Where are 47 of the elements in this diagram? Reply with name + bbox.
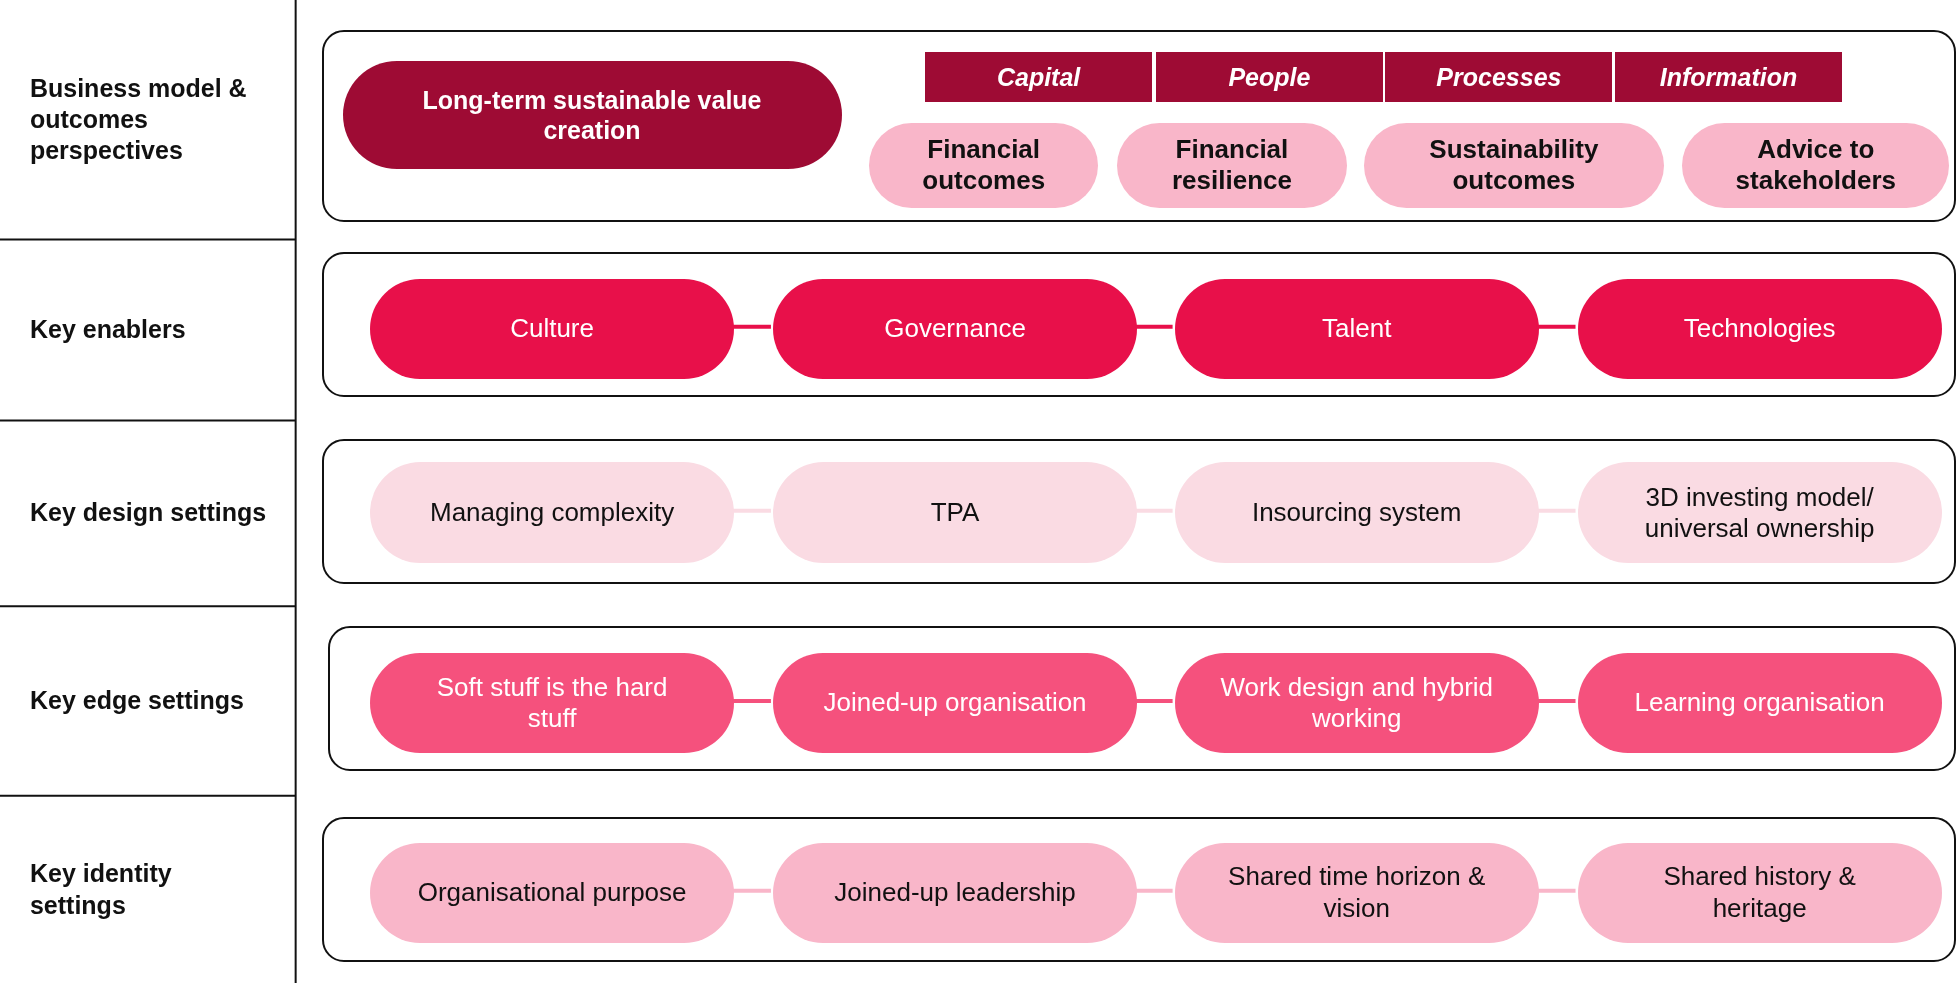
panel-frame [321,29,1956,223]
setting-pill: Sustainability outcomes [1364,123,1664,208]
row-heading: Key enablers [29,314,187,346]
setting-pill: Work design and hybrid working [1174,653,1539,753]
enabler-pill: Technologies [1577,278,1942,379]
enabler-pill: Culture [369,278,735,379]
row-heading: Key identity settings [29,858,173,921]
row-heading: Key edge settings [29,685,245,717]
setting-pill: Financial resilience [1117,123,1347,208]
category-header: Information [1614,51,1842,102]
connector-line [1536,699,1576,704]
setting-pill: Managing complexity [369,462,735,564]
setting-pill: Shared time horizon & vision [1174,842,1539,943]
setting-pill: Shared history & heritage [1577,842,1942,943]
panel-frame [321,252,1956,397]
setting-pill: Organisational purpose [369,842,735,943]
category-header: People [1155,51,1383,102]
setting-pill: Joined-up leadership [772,842,1138,943]
setting-pill: Advice to stakeholders [1682,123,1950,208]
category-header: Capital [925,51,1153,102]
setting-pill: Learning organisation [1577,653,1942,753]
setting-pill: Insourcing system [1174,462,1539,564]
setting-pill: 3D investing model/ universal ownership [1577,462,1942,564]
category-header: Processes [1385,51,1613,102]
panel-frame [321,817,1956,962]
setting-pill: Financial outcomes [868,123,1099,208]
row-heading: Key design settings [29,497,268,529]
panel-frame [321,439,1956,584]
connector-line [1135,324,1173,329]
row-heading: Business model & outcomes perspectives [29,72,248,167]
outcome-pill: Long-term sustainable value creation [342,60,842,170]
connector-line [1135,699,1173,704]
connector-line [1135,888,1173,893]
connector-line [732,324,771,329]
setting-pill: Soft stuff is the hard stuff [370,653,735,753]
enabler-pill: Governance [772,278,1138,379]
connector-line [732,508,771,513]
connector-line [732,888,771,893]
panel-frame [328,626,1956,771]
connector-line [732,699,771,704]
connector-line [1135,508,1173,513]
connector-line [1536,508,1576,513]
connector-line [1536,888,1576,893]
setting-pill: TPA [772,462,1138,564]
setting-pill: Joined-up organisation [772,653,1138,753]
enabler-pill: Talent [1174,278,1539,379]
connector-line [1536,324,1576,329]
